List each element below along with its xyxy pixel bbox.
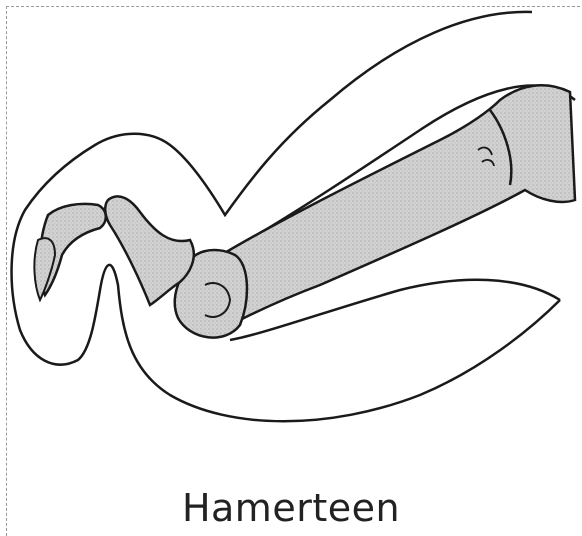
diagram-caption: Hamerteen: [0, 486, 582, 530]
distal-phalanx: [34, 238, 55, 300]
